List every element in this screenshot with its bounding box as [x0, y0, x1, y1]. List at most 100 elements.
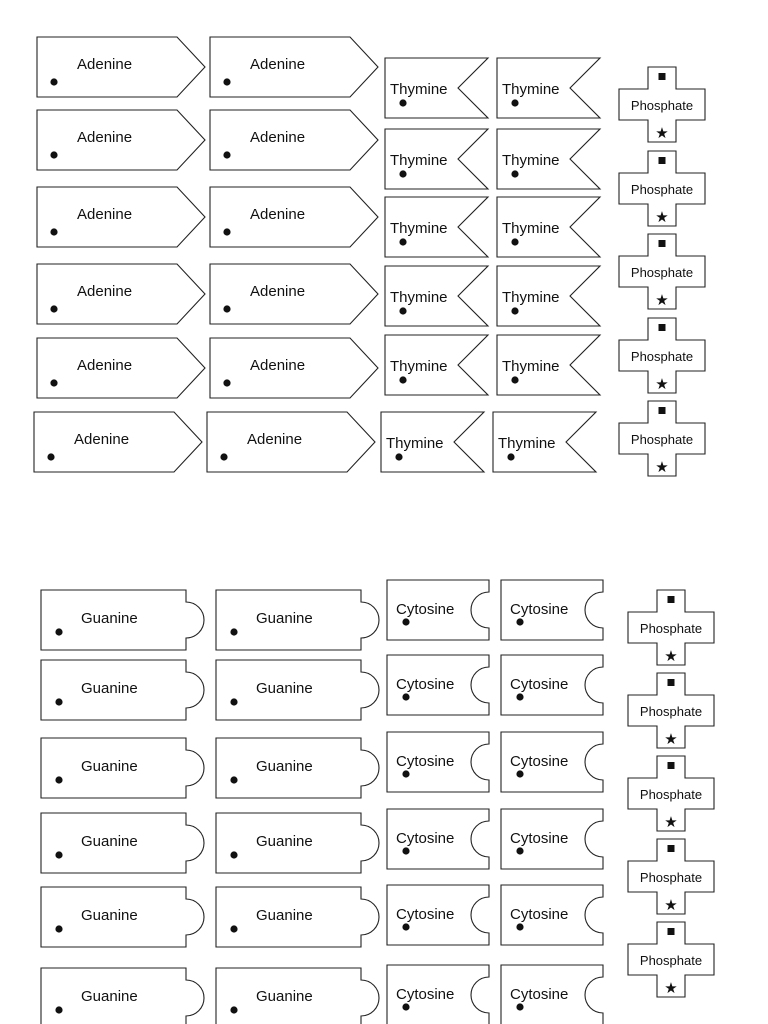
thymine-outline	[384, 334, 490, 396]
adenine-piece: Adenine	[209, 109, 379, 171]
cytosine-piece: Cytosine	[386, 964, 490, 1024]
guanine-label: Guanine	[256, 758, 313, 775]
cytosine-label: Cytosine	[396, 753, 454, 770]
attachment-dot	[399, 307, 407, 315]
square-marker-icon	[658, 324, 666, 331]
phosphate-label: Phosphate	[640, 953, 702, 968]
attachment-dot	[55, 628, 63, 636]
attachment-dot	[230, 698, 238, 706]
phosphate-piece: Phosphate ★	[627, 921, 715, 998]
attachment-dot	[402, 618, 410, 626]
cytosine-label: Cytosine	[510, 676, 568, 693]
guanine-label: Guanine	[256, 907, 313, 924]
attachment-dot	[47, 453, 55, 461]
cytosine-label: Cytosine	[510, 830, 568, 847]
cytosine-label: Cytosine	[510, 906, 568, 923]
guanine-label: Guanine	[256, 610, 313, 627]
guanine-piece: Guanine	[40, 967, 205, 1024]
attachment-dot	[516, 770, 524, 778]
square-marker-icon	[667, 679, 675, 686]
thymine-outline	[384, 128, 490, 190]
square-marker-icon	[667, 928, 675, 935]
attachment-dot	[50, 305, 58, 313]
phosphate-piece: Phosphate★	[627, 838, 715, 915]
guanine-outline	[40, 659, 205, 721]
adenine-outline	[33, 411, 203, 473]
adenine-outline	[209, 263, 379, 325]
attachment-dot	[402, 923, 410, 931]
thymine-outline	[384, 196, 490, 258]
thymine-label: Thymine	[390, 81, 448, 98]
thymine-outline	[492, 411, 598, 473]
attachment-dot	[402, 847, 410, 855]
guanine-piece: Guanine	[40, 589, 205, 651]
guanine-label: Guanine	[256, 833, 313, 850]
cytosine-outline	[500, 654, 604, 716]
thymine-label: Thymine	[502, 358, 560, 375]
guanine-outline	[215, 886, 380, 948]
attachment-dot	[230, 776, 238, 784]
guanine-outline	[215, 589, 380, 651]
attachment-dot	[402, 1003, 410, 1011]
star-marker-icon: ★	[664, 647, 677, 665]
attachment-dot	[511, 307, 519, 315]
star-marker-icon: ★	[664, 979, 677, 997]
square-marker-icon	[667, 845, 675, 852]
phosphate-piece: Phosphate ★	[627, 589, 715, 666]
phosphate-label: Phosphate	[631, 349, 693, 364]
attachment-dot	[516, 1003, 524, 1011]
thymine-outline	[384, 265, 490, 327]
guanine-piece: Guanine	[215, 812, 380, 874]
attachment-dot	[230, 1006, 238, 1014]
star-marker-icon: ★	[655, 124, 668, 142]
adenine-piece: Adenine	[209, 186, 379, 248]
thymine-piece: Thymine	[384, 196, 490, 258]
star-marker-icon: ★	[655, 375, 668, 393]
attachment-dot	[223, 78, 231, 86]
guanine-piece: Guanine	[215, 737, 380, 799]
cytosine-piece: Cytosine	[386, 654, 490, 716]
attachment-dot	[223, 228, 231, 236]
phosphate-outline	[627, 672, 715, 749]
cytosine-piece: Cytosine	[386, 579, 490, 641]
attachment-dot	[230, 925, 238, 933]
guanine-piece: Guanine	[215, 967, 380, 1024]
cytosine-label: Cytosine	[396, 906, 454, 923]
thymine-piece: Thymine	[492, 411, 598, 473]
adenine-piece: Adenine	[36, 263, 206, 325]
cytosine-piece: Cytosine	[500, 654, 604, 716]
attachment-dot	[55, 776, 63, 784]
star-marker-icon: ★	[655, 291, 668, 309]
guanine-outline	[40, 812, 205, 874]
thymine-outline	[496, 57, 602, 119]
square-marker-icon	[658, 157, 666, 164]
cytosine-outline	[386, 964, 490, 1024]
attachment-dot	[511, 99, 519, 107]
phosphate-piece: Phosphate★	[618, 233, 706, 310]
adenine-label: Adenine	[250, 283, 305, 300]
attachment-dot	[50, 151, 58, 159]
adenine-outline	[209, 36, 379, 98]
thymine-outline	[496, 334, 602, 396]
phosphate-outline	[618, 233, 706, 310]
adenine-label: Adenine	[250, 357, 305, 374]
phosphate-label: Phosphate	[640, 621, 702, 636]
attachment-dot	[511, 376, 519, 384]
attachment-dot	[399, 170, 407, 178]
thymine-label: Thymine	[390, 358, 448, 375]
thymine-piece: Thymine	[384, 128, 490, 190]
cytosine-label: Cytosine	[396, 676, 454, 693]
attachment-dot	[516, 923, 524, 931]
thymine-piece: Thymine	[496, 334, 602, 396]
attachment-dot	[507, 453, 515, 461]
guanine-label: Guanine	[256, 680, 313, 697]
thymine-label: Thymine	[386, 435, 444, 452]
guanine-label: Guanine	[256, 988, 313, 1005]
guanine-label: Guanine	[81, 907, 138, 924]
cytosine-piece: Cytosine	[386, 808, 490, 870]
thymine-outline	[380, 411, 486, 473]
thymine-outline	[496, 196, 602, 258]
adenine-outline	[36, 109, 206, 171]
